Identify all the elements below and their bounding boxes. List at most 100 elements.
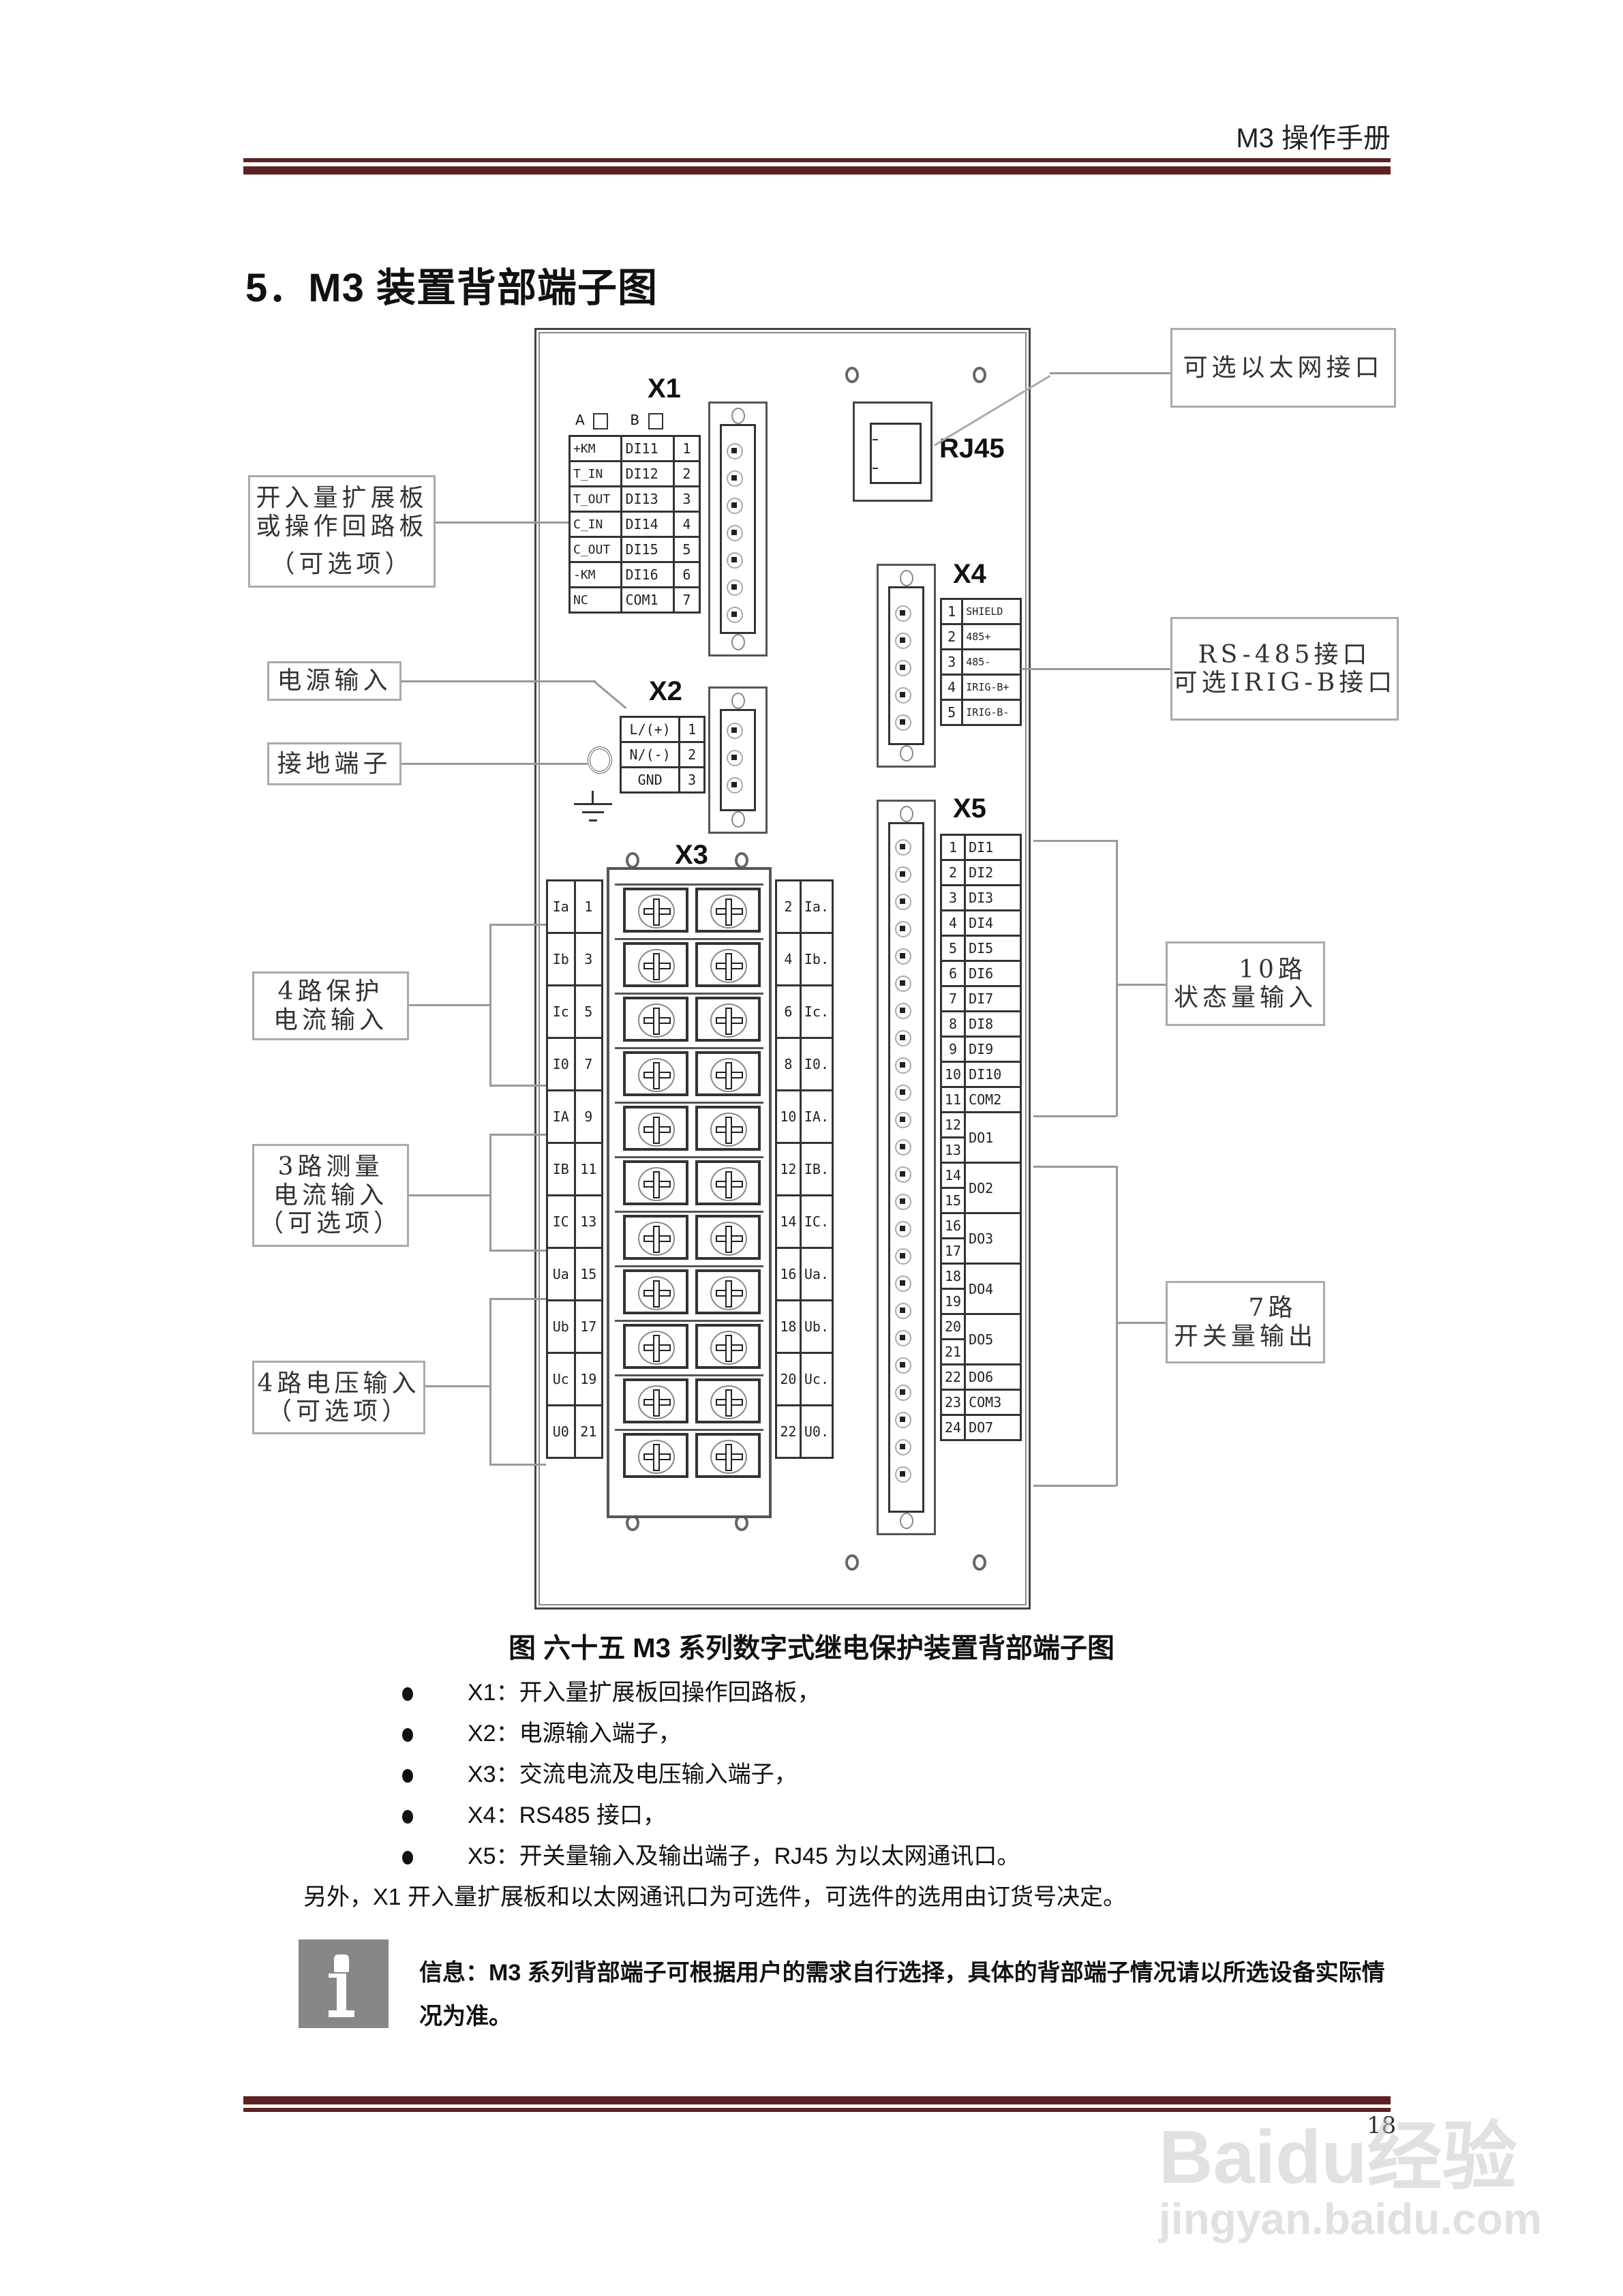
terminal-cell: 3	[678, 766, 706, 794]
footer-rule-thick	[243, 2096, 1391, 2104]
figure-caption: 图 六十五 M3 系列数字式继电保护装置背部端子图	[509, 1633, 1114, 1663]
terminal-cell: DI13	[620, 485, 675, 513]
terminal-cell: 13	[573, 1194, 603, 1249]
terminal-cell: IA.	[799, 1089, 834, 1144]
x1-connector	[708, 402, 768, 656]
callout-power-input: 电源输入	[267, 661, 401, 701]
terminal-cell: Ic.	[799, 984, 834, 1039]
terminal-screw-icon	[623, 1160, 688, 1205]
terminal-cell: 5	[573, 984, 603, 1039]
terminal-screw-icon	[695, 888, 761, 933]
terminal-cell: DO5	[964, 1313, 1022, 1365]
mounting-hole-icon	[845, 1554, 859, 1571]
bracket-line	[489, 1134, 546, 1136]
note-paragraph: 另外，X1 开入量扩展板和以太网通讯口为可选件，可选件的选用由订货号决定。	[303, 1884, 1127, 1910]
terminal-cell: Ib	[546, 932, 576, 986]
terminal-cell: COM2	[964, 1086, 1022, 1113]
terminal-screw-icon	[695, 1106, 761, 1151]
terminal-cell: C_IN	[568, 511, 623, 538]
terminal-cell: 11	[939, 1086, 967, 1113]
terminal-cell: DO7	[964, 1414, 1022, 1441]
terminal-cell: 9	[939, 1036, 967, 1063]
leader-line	[436, 522, 568, 524]
terminal-cell: DI8	[964, 1010, 1022, 1038]
connector-pin-icon	[727, 525, 743, 541]
terminal-cell: Uc.	[799, 1352, 834, 1406]
terminal-cell: 6	[775, 984, 802, 1039]
info-icon	[299, 1939, 389, 2028]
header-rule-thin	[243, 158, 1391, 162]
connector-pin-icon	[895, 976, 911, 992]
terminal-cell: 23	[939, 1389, 967, 1416]
terminal-cell: 3	[672, 485, 701, 513]
terminal-cell: 20	[775, 1352, 802, 1406]
connector-pin-icon	[895, 894, 911, 910]
terminal-cell: 10	[775, 1089, 802, 1144]
connector-pin-icon	[895, 1330, 911, 1346]
bullet-icon	[402, 1728, 413, 1742]
terminal-cell: DO4	[964, 1263, 1022, 1315]
footer-rule-thin	[243, 2108, 1391, 2112]
terminal-cell: U0.	[799, 1404, 834, 1459]
terminal-screw-icon	[695, 1269, 761, 1314]
callout-switch-output: 7路 开关量输出	[1166, 1281, 1325, 1363]
terminal-cell: 24	[939, 1414, 967, 1441]
bracket-line	[489, 924, 491, 1086]
callout-voltage: 4路电压输入 （可选项）	[252, 1361, 425, 1434]
terminal-cell: 4	[775, 932, 802, 986]
terminal-cell: Ia	[546, 879, 576, 934]
connector-pin-icon	[895, 1057, 911, 1074]
selector-a-checkbox	[593, 412, 609, 429]
terminal-row: 13	[939, 1136, 1021, 1164]
terminal-cell: U0	[546, 1404, 576, 1459]
terminal-row: N/(-)2	[619, 741, 706, 768]
leader-line	[401, 763, 588, 765]
leader-line	[425, 1385, 491, 1387]
callout-ethernet: 可选以太网接口	[1170, 328, 1396, 408]
terminal-cell: L/(+)	[619, 716, 681, 743]
terminal-cell: 15	[939, 1187, 967, 1214]
terminal-cell: 9	[573, 1089, 603, 1144]
x1-label: X1	[648, 374, 681, 404]
connector-pin-icon	[895, 714, 911, 731]
terminal-cell: DI11	[620, 435, 675, 462]
x5-label: X5	[953, 794, 986, 824]
terminal-cell: Ua	[546, 1247, 576, 1301]
terminal-cell: 1	[939, 834, 967, 861]
terminal-cell: 22	[775, 1404, 802, 1459]
terminal-cell: Ub	[546, 1299, 576, 1354]
bullet-item: X3：交流电流及电压输入端子，	[402, 1755, 798, 1789]
bracket-line	[1033, 840, 1116, 842]
terminal-cell: SHIELD	[961, 598, 1022, 625]
bullet-text: X1：开入量扩展板回操作回路板，	[468, 1680, 821, 1706]
rj45-port-icon	[853, 402, 932, 502]
terminal-cell: DI15	[620, 536, 675, 563]
terminal-cell: 15	[573, 1247, 603, 1301]
terminal-screw-icon	[623, 1215, 688, 1260]
terminal-cell: IC	[546, 1194, 576, 1249]
terminal-cell: 1	[672, 435, 701, 462]
terminal-cell: 1	[573, 879, 603, 934]
